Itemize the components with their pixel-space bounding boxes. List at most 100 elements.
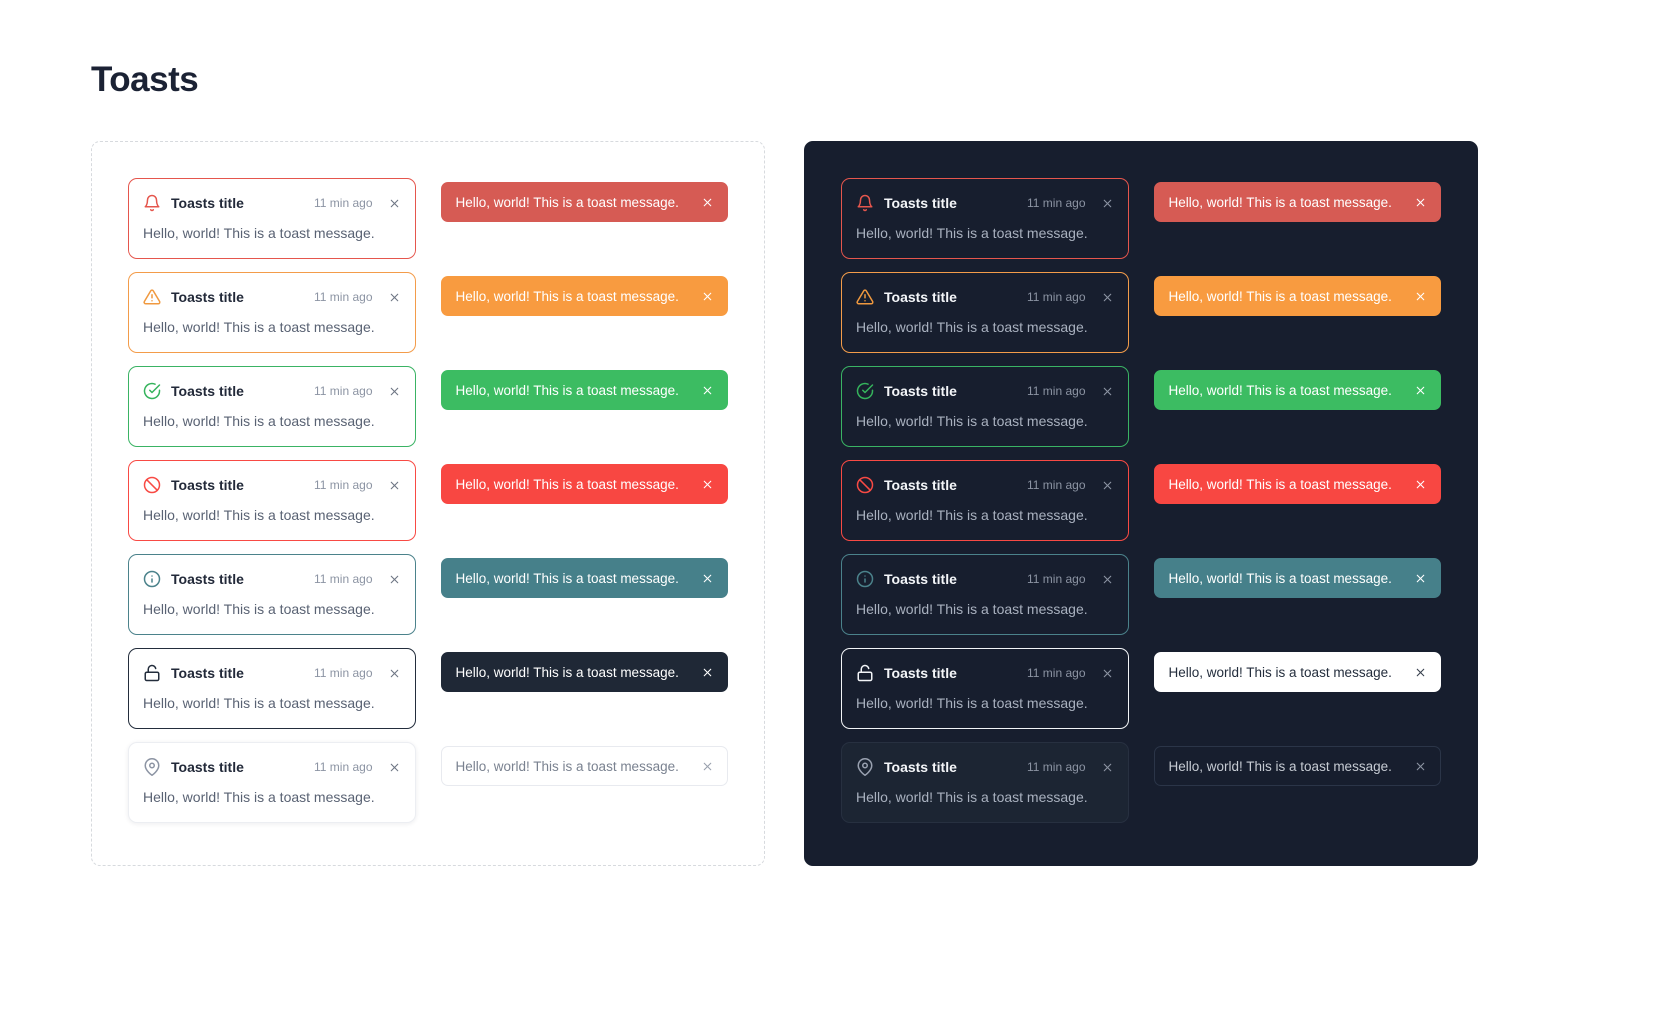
toast-timestamp: 11 min ago	[314, 760, 373, 774]
toast-row-error: Toasts title 11 min ago Hello, world! Th…	[128, 460, 728, 541]
close-icon[interactable]	[701, 384, 714, 397]
toast-title: Toasts title	[884, 759, 957, 775]
toast-simple-message: Hello, world! This is a toast message.	[1168, 288, 1392, 304]
toast-simple-neutral: Hello, world! This is a toast message.	[440, 746, 728, 786]
close-icon[interactable]	[1414, 196, 1427, 209]
toast-title: Toasts title	[884, 383, 957, 399]
close-icon[interactable]	[388, 479, 401, 492]
close-icon[interactable]	[701, 290, 714, 303]
toast-title: Toasts title	[171, 383, 244, 399]
alert-triangle-icon	[143, 288, 161, 306]
toast-simple-notification: Hello, world! This is a toast message.	[1153, 182, 1441, 222]
close-icon[interactable]	[1101, 761, 1114, 774]
toast-row-info: Toasts title 11 min ago Hello, world! Th…	[841, 554, 1441, 635]
toast-row-warning: Toasts title 11 min ago Hello, world! Th…	[128, 272, 728, 353]
toast-title: Toasts title	[171, 759, 244, 775]
close-icon[interactable]	[701, 760, 714, 773]
close-icon[interactable]	[1101, 667, 1114, 680]
toast-card-header: Toasts title 11 min ago	[856, 569, 1114, 589]
close-icon[interactable]	[1101, 197, 1114, 210]
close-icon[interactable]	[1414, 384, 1427, 397]
toast-card-warning: Toasts title 11 min ago Hello, world! Th…	[841, 272, 1129, 353]
toast-timestamp: 11 min ago	[314, 384, 373, 398]
toast-row-dark: Toasts title 11 min ago Hello, world! Th…	[841, 648, 1441, 729]
toast-message: Hello, world! This is a toast message.	[856, 507, 1088, 523]
close-icon[interactable]	[701, 478, 714, 491]
toast-simple-warning: Hello, world! This is a toast message.	[1153, 276, 1441, 316]
toast-message: Hello, world! This is a toast message.	[143, 225, 375, 241]
close-icon[interactable]	[388, 573, 401, 586]
toast-card-info: Toasts title 11 min ago Hello, world! Th…	[841, 554, 1129, 635]
toast-card-info: Toasts title 11 min ago Hello, world! Th…	[128, 554, 416, 635]
toast-simple-message: Hello, world! This is a toast message.	[455, 758, 679, 774]
toast-simple-message: Hello, world! This is a toast message.	[1168, 758, 1392, 774]
toast-message: Hello, world! This is a toast message.	[143, 413, 375, 429]
toast-row-notification: Toasts title 11 min ago Hello, world! Th…	[128, 178, 728, 259]
light-theme-panel: Toasts title 11 min ago Hello, world! Th…	[91, 141, 765, 866]
toast-timestamp: 11 min ago	[314, 666, 373, 680]
close-icon[interactable]	[1101, 291, 1114, 304]
close-icon[interactable]	[1414, 666, 1427, 679]
toast-simple-success: Hello, world! This is a toast message.	[440, 370, 728, 410]
close-icon[interactable]	[1414, 572, 1427, 585]
alert-triangle-icon	[856, 288, 874, 306]
toast-simple-dark: Hello, world! This is a toast message.	[440, 652, 728, 692]
close-icon[interactable]	[701, 572, 714, 585]
info-circle-icon	[856, 570, 874, 588]
close-icon[interactable]	[1414, 760, 1427, 773]
close-icon[interactable]	[701, 196, 714, 209]
toast-simple-message: Hello, world! This is a toast message.	[455, 664, 679, 680]
toast-timestamp: 11 min ago	[1027, 196, 1086, 210]
toast-card-dark: Toasts title 11 min ago Hello, world! Th…	[841, 648, 1129, 729]
toast-simple-message: Hello, world! This is a toast message.	[1168, 476, 1392, 492]
toast-timestamp: 11 min ago	[314, 290, 373, 304]
close-icon[interactable]	[1101, 385, 1114, 398]
close-icon[interactable]	[1101, 573, 1114, 586]
toast-message: Hello, world! This is a toast message.	[143, 789, 375, 805]
toast-card-header: Toasts title 11 min ago	[856, 757, 1114, 777]
toast-title: Toasts title	[884, 477, 957, 493]
toast-timestamp: 11 min ago	[1027, 572, 1086, 586]
close-icon[interactable]	[388, 291, 401, 304]
close-icon[interactable]	[388, 197, 401, 210]
toast-row-dark: Toasts title 11 min ago Hello, world! Th…	[128, 648, 728, 729]
toast-card-header: Toasts title 11 min ago	[143, 381, 401, 401]
close-icon[interactable]	[388, 385, 401, 398]
toast-card-notification: Toasts title 11 min ago Hello, world! Th…	[128, 178, 416, 259]
toast-card-success: Toasts title 11 min ago Hello, world! Th…	[841, 366, 1129, 447]
toast-card-header: Toasts title 11 min ago	[856, 193, 1114, 213]
slash-circle-icon	[143, 476, 161, 494]
close-icon[interactable]	[1414, 290, 1427, 303]
toast-simple-message: Hello, world! This is a toast message.	[1168, 194, 1392, 210]
toast-row-neutral: Toasts title 11 min ago Hello, world! Th…	[841, 742, 1441, 823]
toast-timestamp: 11 min ago	[1027, 666, 1086, 680]
toast-simple-message: Hello, world! This is a toast message.	[1168, 382, 1392, 398]
toast-timestamp: 11 min ago	[1027, 290, 1086, 304]
toast-message: Hello, world! This is a toast message.	[143, 507, 375, 523]
map-pin-icon	[143, 758, 161, 776]
toast-row-error: Toasts title 11 min ago Hello, world! Th…	[841, 460, 1441, 541]
toast-card-header: Toasts title 11 min ago	[856, 287, 1114, 307]
toast-card-neutral: Toasts title 11 min ago Hello, world! Th…	[128, 742, 416, 823]
close-icon[interactable]	[388, 761, 401, 774]
toast-simple-message: Hello, world! This is a toast message.	[1168, 570, 1392, 586]
toast-title: Toasts title	[171, 665, 244, 681]
toast-card-warning: Toasts title 11 min ago Hello, world! Th…	[128, 272, 416, 353]
close-icon[interactable]	[388, 667, 401, 680]
toast-card-header: Toasts title 11 min ago	[143, 757, 401, 777]
toast-card-header: Toasts title 11 min ago	[856, 475, 1114, 495]
toast-timestamp: 11 min ago	[1027, 478, 1086, 492]
toast-simple-message: Hello, world! This is a toast message.	[455, 570, 679, 586]
close-icon[interactable]	[1101, 479, 1114, 492]
toast-simple-success: Hello, world! This is a toast message.	[1153, 370, 1441, 410]
toast-row-info: Toasts title 11 min ago Hello, world! Th…	[128, 554, 728, 635]
toast-message: Hello, world! This is a toast message.	[856, 789, 1088, 805]
toast-card-header: Toasts title 11 min ago	[856, 663, 1114, 683]
toast-message: Hello, world! This is a toast message.	[856, 413, 1088, 429]
toast-message: Hello, world! This is a toast message.	[143, 319, 375, 335]
close-icon[interactable]	[1414, 478, 1427, 491]
toast-timestamp: 11 min ago	[314, 196, 373, 210]
toast-card-header: Toasts title 11 min ago	[143, 663, 401, 683]
close-icon[interactable]	[701, 666, 714, 679]
toast-title: Toasts title	[884, 571, 957, 587]
